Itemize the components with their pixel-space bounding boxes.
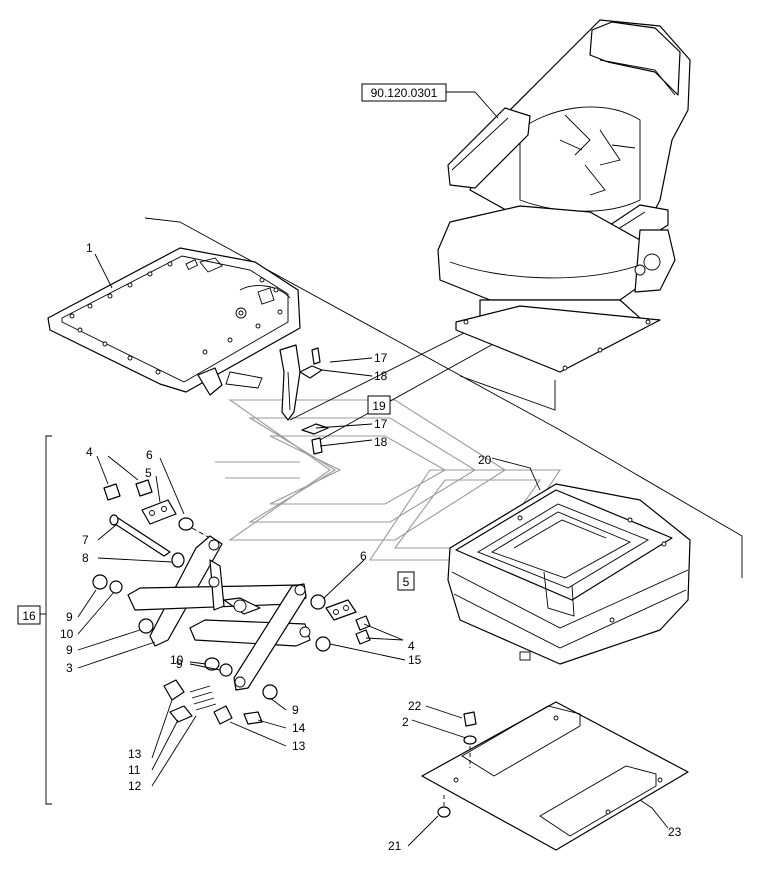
box-label-5: 5 — [403, 575, 410, 589]
callout-6: 6 — [146, 448, 153, 462]
callout-17: 17 — [374, 417, 388, 431]
callout-9: 9 — [292, 703, 299, 717]
callout-6: 6 — [360, 549, 367, 563]
strap-assembly-part-19 — [279, 344, 329, 455]
callout-3: 3 — [66, 661, 73, 675]
reference-callout: 90.120.0301 — [361, 83, 447, 102]
callout-13: 13 — [128, 747, 142, 761]
callout-2: 2 — [402, 715, 409, 729]
callout-1: 1 — [86, 241, 93, 255]
callout-9: 9 — [66, 610, 73, 624]
callout-23: 23 — [668, 825, 682, 839]
leader-lines — [40, 91, 669, 847]
callout-numbers: 1 4 5 6 7 8 9 10 9 3 10 9 9 14 13 13 11 … — [60, 241, 682, 853]
seat-assembly — [437, 19, 691, 373]
boxed-labels: 19 5 16 — [17, 395, 415, 625]
suspension-housing-part-20 — [447, 483, 691, 665]
callout-18: 18 — [374, 369, 388, 383]
mounting-plate-part-1 — [47, 247, 301, 396]
callout-18: 18 — [374, 435, 388, 449]
callout-9: 9 — [66, 643, 73, 657]
callout-15: 15 — [408, 653, 422, 667]
callout-22: 22 — [408, 699, 422, 713]
callout-8: 8 — [82, 551, 89, 565]
callout-10: 10 — [60, 627, 74, 641]
callout-5: 5 — [145, 466, 152, 480]
callout-4: 4 — [408, 639, 415, 653]
scissor-linkage — [92, 479, 371, 725]
callout-9: 9 — [176, 657, 183, 671]
callout-12: 12 — [128, 779, 142, 793]
callout-4: 4 — [86, 445, 93, 459]
callout-20: 20 — [478, 453, 492, 467]
box-label-19: 19 — [372, 399, 386, 413]
box-label-16: 16 — [22, 609, 36, 623]
base-plate-part-23 — [421, 701, 689, 851]
callout-11: 11 — [128, 763, 141, 777]
callout-10: 10 — [170, 653, 184, 667]
callout-17: 17 — [374, 351, 388, 365]
plate-holes — [69, 261, 283, 375]
callout-7: 7 — [82, 533, 89, 547]
reference-label: 90.120.0301 — [371, 86, 438, 100]
callout-14: 14 — [292, 721, 306, 735]
callout-21: 21 — [388, 839, 402, 853]
callout-13: 13 — [292, 739, 306, 753]
